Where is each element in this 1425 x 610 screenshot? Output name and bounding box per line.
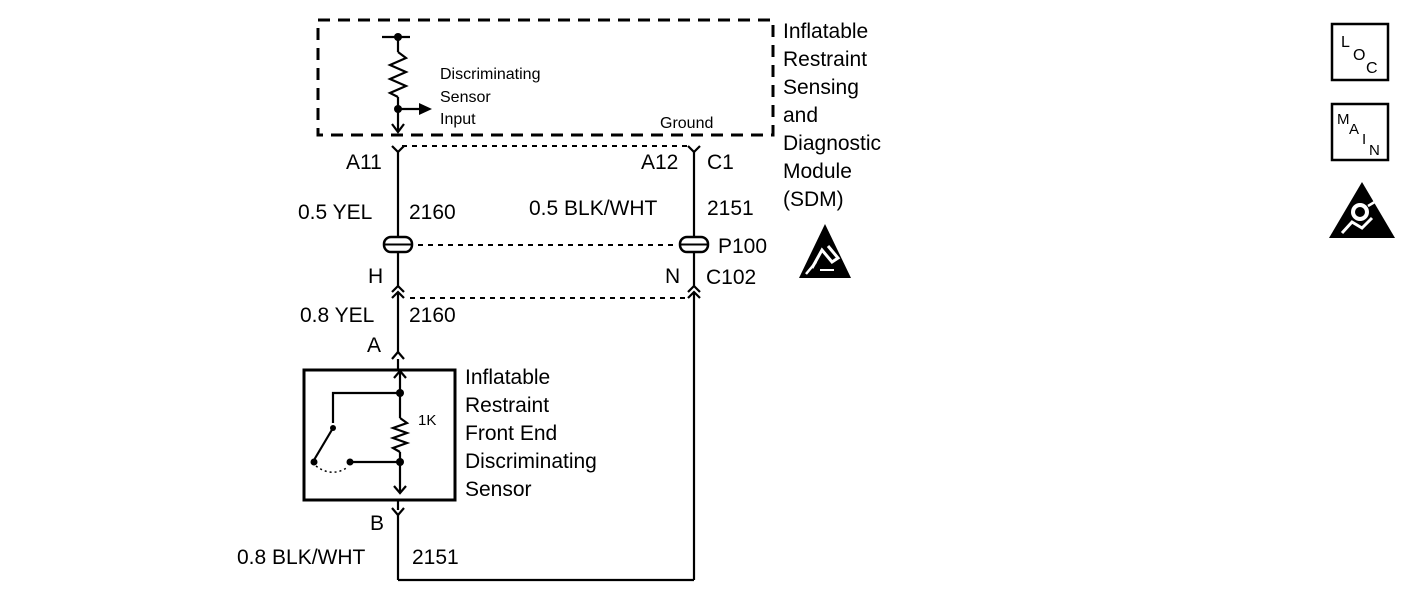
wire-2160-upper-circuit: 2160 — [409, 201, 456, 224]
sdm-name-line-2: Restraint — [783, 48, 867, 71]
terminal-a-label: A — [367, 334, 381, 357]
sdm-name-line-3: Sensing — [783, 76, 859, 99]
loc-letter-l: L — [1341, 34, 1350, 51]
front-end-sensor: 1K Inflatable Restraint Front End Discri… — [302, 359, 597, 510]
sensor-name-line-1: Inflatable — [465, 366, 550, 389]
wire-2160-lower-circuit: 2160 — [409, 304, 456, 327]
wire-2160-upper-size: 0.5 YEL — [298, 201, 372, 224]
ground-label: Ground — [660, 115, 713, 132]
sensor-top-arrow — [393, 369, 407, 379]
sensor-name-line-4: Discriminating — [465, 450, 597, 473]
main-letter-i: I — [1362, 131, 1366, 148]
input-label-line-2: Sensor — [440, 89, 491, 106]
terminal-b-label: B — [370, 512, 384, 535]
sdm-name-line-4: and — [783, 104, 818, 127]
sensor-switch-blade — [313, 427, 334, 461]
sensor-housing — [302, 368, 457, 502]
main-letter-a: A — [1349, 121, 1359, 138]
airbag-warning-icon[interactable] — [1329, 182, 1395, 238]
sdm-module: Inflatable Restraint Sensing and Diagnos… — [316, 18, 881, 211]
sensor-switch-arm-wire — [331, 391, 400, 423]
sdm-module-boundary — [316, 18, 775, 137]
wire-2160-lower-size: 0.8 YEL — [300, 304, 374, 327]
sensor-switch-pivot — [330, 425, 336, 431]
input-label-line-1: Discriminating — [440, 66, 540, 83]
loc-icon[interactable]: L O C — [1330, 22, 1390, 82]
wire-2151-lower-circuit: 2151 — [412, 546, 459, 569]
wire-2151-upper-circuit: 2151 — [707, 197, 754, 220]
p100-label: P100 — [718, 235, 767, 258]
wire-2151-lower-size: 0.8 BLK/WHT — [237, 546, 366, 569]
pass-through-p100: P100 — [382, 235, 767, 258]
sdm-input-pin-chevron — [391, 123, 405, 134]
terminal-a11-label: A11 — [346, 151, 382, 174]
connector-c102-label: C102 — [706, 266, 756, 289]
sdm-name-line-7: (SDM) — [783, 188, 844, 211]
sensor-name-line-3: Front End — [465, 422, 557, 445]
sdm-name-line-5: Diagnostic — [783, 132, 881, 155]
loc-letter-o: O — [1353, 47, 1365, 64]
connector-c102: H N C102 — [368, 265, 756, 299]
wire-2151-upper-size: 0.5 BLK/WHT — [529, 197, 658, 220]
sdm-input-arrow-head — [419, 103, 432, 115]
connector-c1: A11 A12 C1 — [346, 145, 734, 174]
input-label-line-3: Input — [440, 111, 476, 128]
sensor-name-line-5: Sensor — [465, 478, 532, 501]
sdm-pullup-resistor — [387, 51, 409, 98]
main-icon[interactable]: M A I N — [1330, 102, 1390, 162]
sensor-resistor-label: 1K — [418, 412, 436, 429]
terminal-h-label: H — [368, 265, 383, 288]
sensor-resistor — [389, 417, 411, 453]
sdm-name-line-1: Inflatable — [783, 20, 868, 43]
main-letter-m: M — [1337, 111, 1350, 128]
pin-n-chevron-upper — [687, 284, 701, 293]
pin-a11-chevron — [391, 145, 405, 154]
sensor-bottom-arrow — [393, 485, 407, 495]
terminal-n-label: N — [665, 265, 680, 288]
sensor-switch-travel — [315, 465, 349, 473]
pin-h-chevron-upper — [391, 284, 405, 293]
sensor-switch-tip — [310, 458, 318, 466]
sdm-name-line-6: Module — [783, 160, 852, 183]
loc-letter-c: C — [1366, 60, 1378, 77]
esd-warning-icon — [799, 224, 851, 278]
sensor-contact-point — [346, 458, 354, 466]
pin-a12-chevron — [687, 145, 701, 154]
pin-a-chevron — [391, 350, 405, 360]
sensor-name-line-2: Restraint — [465, 394, 549, 417]
connector-c1-label: C1 — [707, 151, 734, 174]
main-letter-n: N — [1369, 142, 1380, 159]
terminal-a12-label: A12 — [641, 151, 678, 174]
